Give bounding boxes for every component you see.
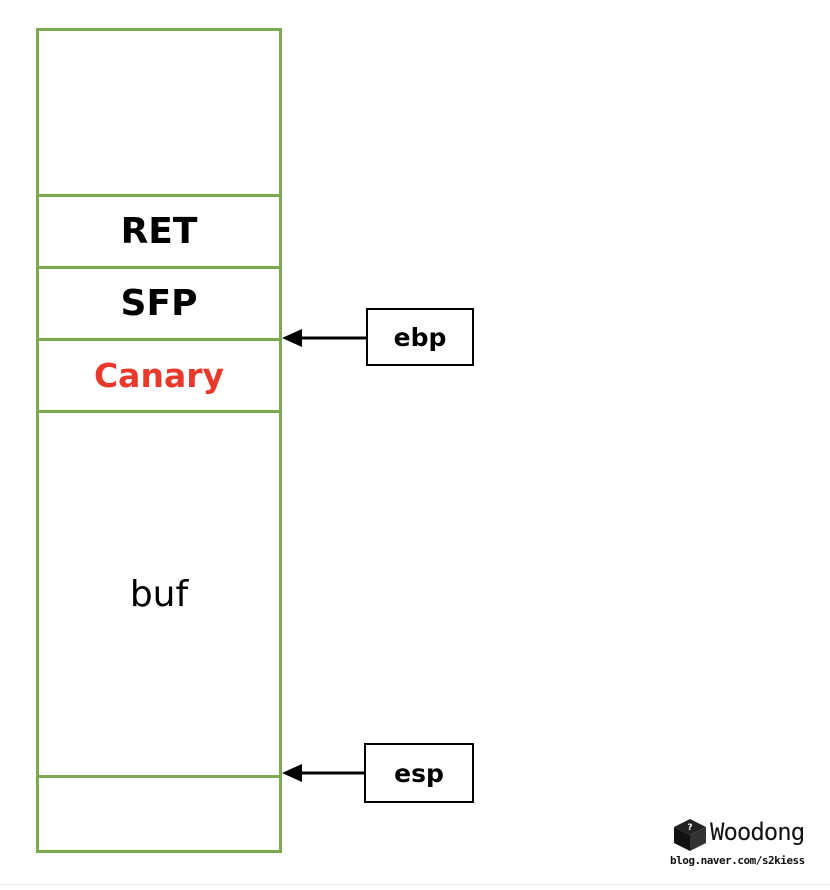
canary-label: Canary bbox=[93, 356, 225, 395]
buf-label: buf bbox=[129, 573, 189, 615]
stack-cell-canary: Canary bbox=[39, 338, 279, 410]
watermark-logo: ? Woodong blog.naver.com/s2kiess bbox=[670, 818, 818, 872]
watermark-brand: Woodong bbox=[710, 818, 805, 846]
stack-cell-buf: buf bbox=[39, 410, 279, 775]
bottom-divider bbox=[0, 884, 830, 885]
sfp-label: SFP bbox=[120, 283, 198, 324]
stack-cell-bottom-empty bbox=[39, 775, 279, 847]
watermark-url: blog.naver.com/s2kiess bbox=[670, 854, 805, 867]
stack-cell-sfp: SFP bbox=[39, 266, 279, 338]
ebp-pointer-box: ebp bbox=[366, 308, 474, 366]
stack-frame: RET SFP Canary buf bbox=[36, 28, 282, 853]
esp-arrow bbox=[282, 764, 364, 782]
stack-cell-ret: RET bbox=[39, 194, 279, 266]
svg-text:?: ? bbox=[687, 823, 692, 833]
ret-label: RET bbox=[120, 211, 198, 252]
cube-icon: ? bbox=[674, 819, 706, 851]
esp-label: esp bbox=[394, 758, 444, 788]
ebp-arrow bbox=[282, 329, 366, 347]
esp-pointer-box: esp bbox=[364, 743, 474, 803]
ebp-label: ebp bbox=[393, 322, 447, 352]
